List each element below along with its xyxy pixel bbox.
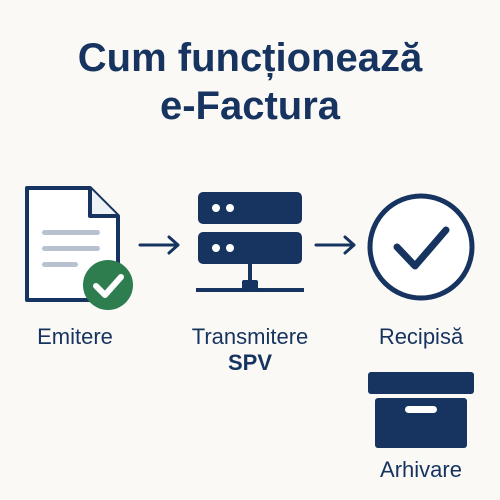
server-network-icon	[196, 192, 304, 292]
step-label-emitere: Emitere	[37, 324, 113, 349]
step-label-transmitere-line-2: SPV	[227, 350, 273, 375]
step-label-transmitere: Transmitere SPV	[170, 324, 330, 376]
step-label-arhivare: Arhivare	[380, 457, 462, 482]
check-circle-icon	[367, 193, 475, 301]
step-label-transmitere-line-1: Transmitere	[191, 324, 309, 349]
step-label-recipisa: Recipisă	[378, 324, 464, 349]
page-title-line-2: e-Factura	[159, 84, 341, 128]
arrow-right-icon	[314, 235, 356, 255]
arrow-right-icon	[138, 235, 180, 255]
page-title-line-1: Cum funcționează	[77, 36, 423, 80]
archive-box-icon	[368, 372, 474, 448]
page-title: Cum funcționează e-Factura	[0, 34, 500, 130]
document-check-icon	[25, 186, 133, 310]
